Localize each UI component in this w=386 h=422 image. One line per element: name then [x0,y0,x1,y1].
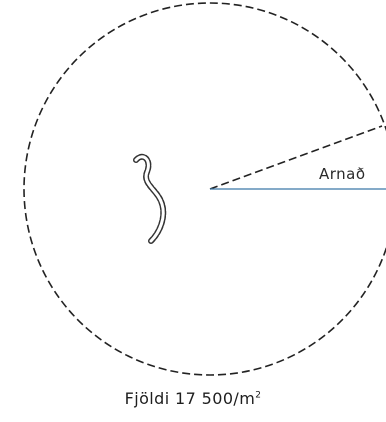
density-caption-text: Fjöldi 17 500/m [125,389,256,408]
density-caption-exponent: 2 [255,391,261,401]
density-caption: Fjöldi 17 500/m2 [0,389,386,409]
worm-illustration [136,157,163,241]
sector-label: Arnað [319,165,366,183]
